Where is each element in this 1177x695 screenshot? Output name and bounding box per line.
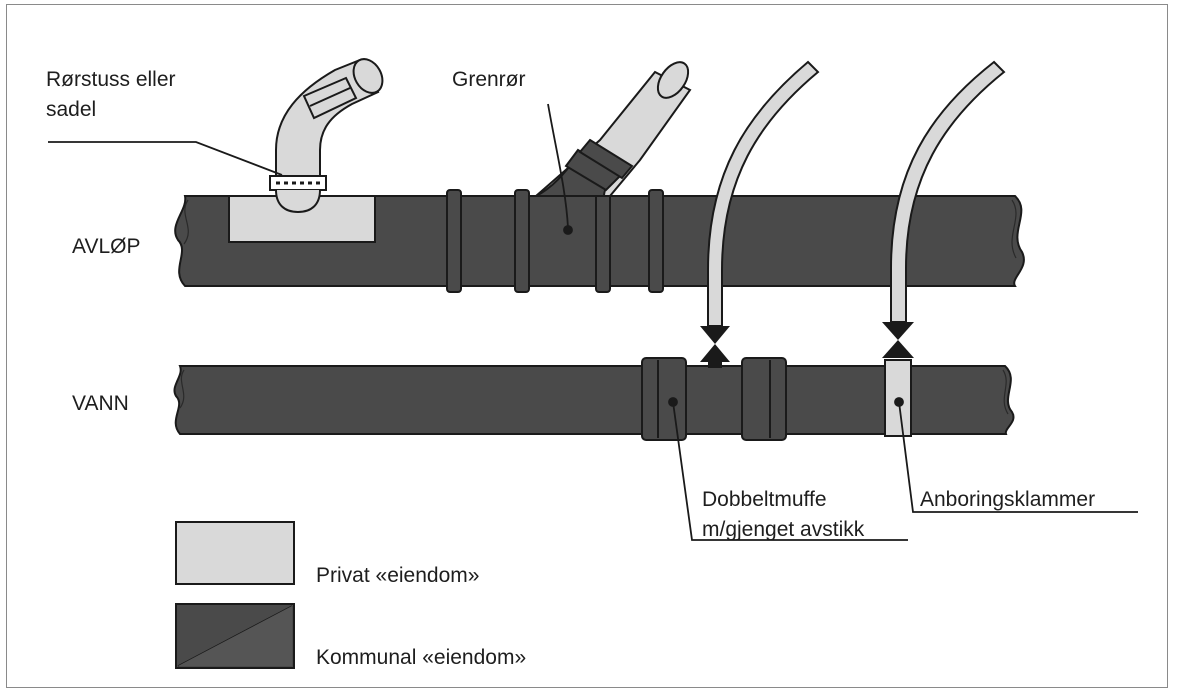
legend: Privat «eiendom» Kommunal «eiendom» — [175, 521, 526, 669]
legend-private-swatch — [175, 521, 295, 585]
leader-lines — [48, 103, 1138, 541]
sewer-main-pipe — [174, 189, 1025, 293]
saddle-label-line1: Rørstuss eller — [46, 68, 176, 91]
water-label: VANN — [72, 392, 129, 415]
service-line-2 — [882, 60, 1006, 358]
coupling-label-line2: m/gjenget avstikk — [702, 518, 865, 541]
legend-private-label: Privat «eiendom» — [316, 564, 479, 587]
saddle-fitting — [228, 58, 384, 243]
coupling-label-line1: Dobbeltmuffe — [702, 488, 827, 511]
saddle-label-line2: sadel — [46, 98, 96, 121]
branch-pipe — [533, 61, 692, 197]
water-main-pipe — [173, 365, 1015, 435]
branch-label: Grenrør — [452, 68, 526, 91]
service-line-1 — [700, 60, 820, 368]
diagram-frame — [6, 4, 1168, 688]
legend-municipal-label: Kommunal «eiendom» — [316, 646, 526, 669]
sewer-label: AVLØP — [72, 235, 140, 258]
clamp-label: Anboringsklammer — [920, 488, 1095, 511]
